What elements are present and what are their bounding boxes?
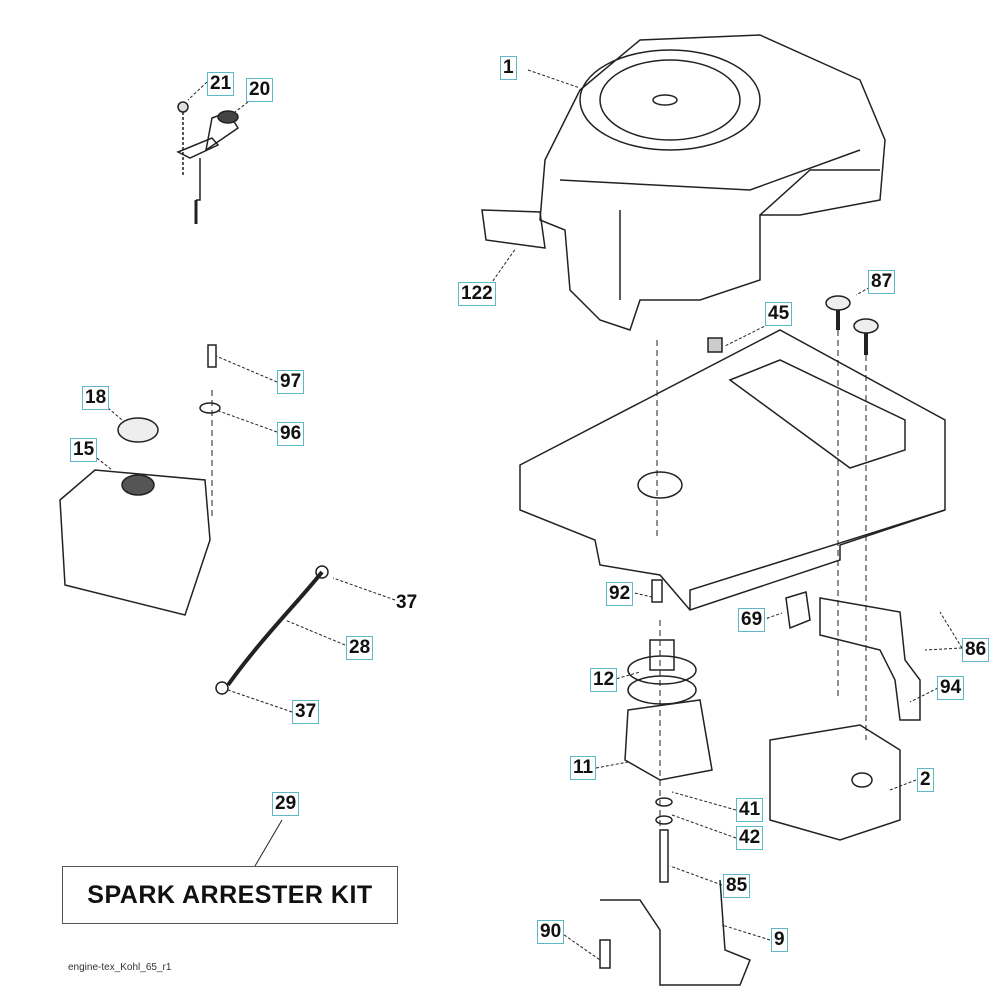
- heat-shield-part: [481, 209, 546, 249]
- fuel-tank-parts: [59, 344, 329, 695]
- engine-part: [539, 34, 886, 331]
- drawing-id-label: engine-tex_Kohl_65_r1: [68, 962, 172, 973]
- spark-arrester-kit-label: SPARK ARRESTER KIT: [62, 866, 398, 924]
- rod-bolt-parts: [599, 879, 751, 986]
- callout-90[interactable]: 90: [537, 920, 565, 944]
- callout-97[interactable]: 97: [277, 370, 305, 394]
- callout-85[interactable]: 85: [723, 874, 751, 898]
- callout-1[interactable]: 1: [500, 56, 517, 80]
- pulley-clutch-parts: [624, 579, 713, 883]
- callout-28[interactable]: 28: [346, 636, 374, 660]
- throttle-control-part: [176, 101, 240, 224]
- callout-15[interactable]: 15: [70, 438, 98, 462]
- callout-37-upper[interactable]: 37: [396, 592, 418, 613]
- callout-87[interactable]: 87: [868, 270, 896, 294]
- callout-20[interactable]: 20: [246, 78, 274, 102]
- callout-41[interactable]: 41: [736, 798, 764, 822]
- callout-9[interactable]: 9: [771, 928, 788, 952]
- callout-12[interactable]: 12: [590, 668, 618, 692]
- leader-lines: [92, 69, 963, 961]
- callout-45[interactable]: 45: [765, 302, 793, 326]
- engine-mount-plate: [519, 329, 946, 611]
- callout-11[interactable]: 11: [570, 756, 597, 780]
- callout-2[interactable]: 2: [917, 768, 934, 792]
- exhaust-muffler-parts: [769, 591, 921, 841]
- callout-92[interactable]: 92: [606, 582, 634, 606]
- callout-96[interactable]: 96: [277, 422, 305, 446]
- callout-94[interactable]: 94: [937, 676, 965, 700]
- callout-18[interactable]: 18: [82, 386, 110, 410]
- callout-21[interactable]: 21: [207, 72, 235, 96]
- nut-bolt-parts: [707, 295, 879, 355]
- callout-42[interactable]: 42: [736, 826, 764, 850]
- centerlines: [211, 330, 867, 870]
- callout-122[interactable]: 122: [458, 282, 496, 306]
- callout-69[interactable]: 69: [738, 608, 766, 632]
- callout-37-lower[interactable]: 37: [292, 700, 320, 724]
- callout-86[interactable]: 86: [962, 638, 990, 662]
- callout-29[interactable]: 29: [272, 792, 300, 816]
